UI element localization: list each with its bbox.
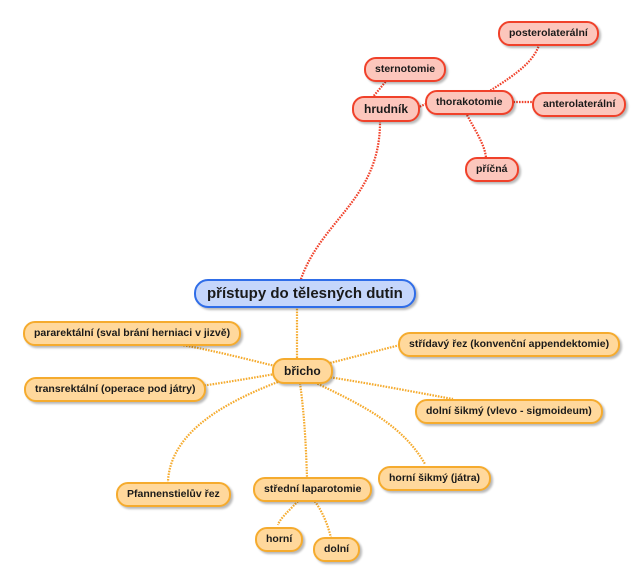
root-node[interactable]: přístupy do tělesných dutin xyxy=(194,279,416,308)
node-thorakotomie[interactable]: thorakotomie xyxy=(425,90,514,115)
node-anterolateralni[interactable]: anterolaterální xyxy=(532,92,627,117)
node-pararektalni[interactable]: pararektální (sval brání herniaci v jizv… xyxy=(23,321,242,346)
node-transrektalni[interactable]: transrektální (operace pod játry) xyxy=(24,377,207,402)
node-dolni-sikmy[interactable]: dolní šikmý (vlevo - sigmoideum) xyxy=(415,399,603,424)
node-stridavy-rez[interactable]: střídavý řez (konvenční appendektomie) xyxy=(398,332,621,357)
node-stredni-laparotomie[interactable]: střední laparotomie xyxy=(253,477,373,502)
node-posterolateralni[interactable]: posterolaterální xyxy=(498,21,599,46)
node-dolni[interactable]: dolní xyxy=(313,537,361,562)
node-horni-sikmy[interactable]: horní šikmý (játra) xyxy=(378,466,492,491)
node-pfannenstiel[interactable]: Pfannenstielův řez xyxy=(116,482,231,507)
node-horni[interactable]: horní xyxy=(255,527,304,552)
node-bricho[interactable]: břicho xyxy=(272,358,333,384)
node-sternotomie[interactable]: sternotomie xyxy=(364,57,447,82)
node-pricna[interactable]: příčná xyxy=(465,157,519,182)
node-hrudnik[interactable]: hrudník xyxy=(352,96,420,122)
